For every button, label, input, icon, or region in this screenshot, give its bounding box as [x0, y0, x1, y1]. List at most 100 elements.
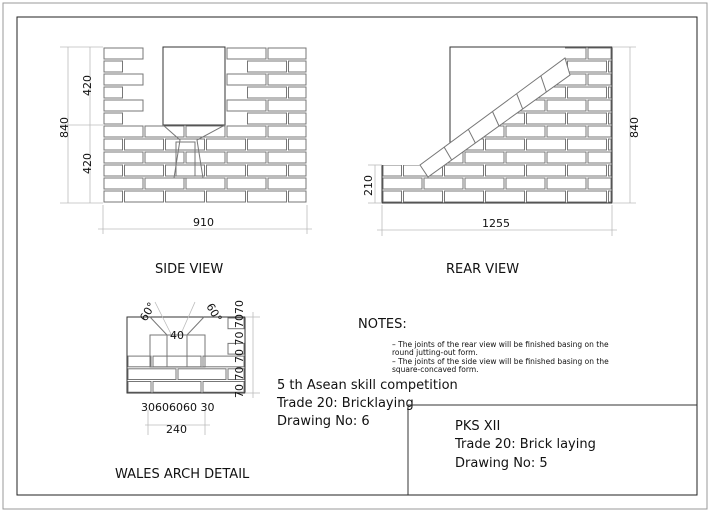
arch-angle-left: 60° — [137, 300, 158, 323]
brick — [202, 355, 245, 368]
brick — [587, 125, 612, 138]
brick — [288, 112, 307, 125]
brick — [587, 177, 612, 190]
brick — [382, 138, 402, 151]
brick — [403, 138, 443, 151]
brick — [505, 177, 546, 190]
arch-angle-right: 60° — [203, 301, 224, 324]
brick — [485, 164, 525, 177]
brick — [423, 99, 464, 112]
brick — [485, 60, 525, 73]
brick — [124, 190, 164, 203]
brick — [382, 177, 423, 190]
brick — [202, 381, 245, 393]
window-opening — [162, 46, 226, 126]
rear-view-drawing — [381, 46, 613, 204]
brick — [103, 86, 123, 99]
brick — [124, 138, 164, 151]
brick — [103, 60, 123, 73]
brick — [526, 112, 566, 125]
brick — [152, 355, 202, 368]
brick — [382, 73, 423, 86]
side-width-dim: 910 — [193, 216, 214, 229]
brick — [382, 125, 423, 138]
brick — [505, 47, 546, 60]
arch-joint — [540, 75, 547, 93]
brick — [103, 112, 123, 125]
brick — [608, 138, 612, 151]
brick — [206, 138, 246, 151]
brick — [267, 177, 307, 190]
brick — [382, 112, 402, 125]
brick — [567, 86, 607, 99]
brick — [103, 99, 144, 112]
title-block-trade: Trade 20: Brick laying — [454, 437, 596, 452]
brick — [226, 125, 267, 138]
notes-heading: NOTES: — [358, 317, 407, 332]
brick — [464, 151, 505, 164]
drawing-frame — [16, 16, 698, 496]
brick — [444, 190, 484, 203]
brick — [423, 73, 464, 86]
brick — [423, 47, 464, 60]
brick — [127, 381, 152, 393]
brick — [608, 86, 612, 99]
brick — [526, 164, 566, 177]
brick — [587, 73, 612, 86]
brick — [165, 164, 205, 177]
brick — [247, 112, 287, 125]
rear-low-dim: 210 — [362, 175, 375, 196]
brick — [403, 60, 443, 73]
side-view-drawing — [103, 46, 307, 203]
brick — [227, 342, 245, 355]
brick — [567, 138, 607, 151]
brick — [403, 190, 443, 203]
arch-key — [166, 334, 188, 368]
brick — [546, 177, 587, 190]
keystone-arch — [162, 124, 226, 179]
arch-joint — [467, 129, 476, 144]
competition-info: 5 th Asean skill competition Trade 20: B… — [276, 378, 458, 429]
brick — [177, 368, 227, 380]
brick — [382, 151, 423, 164]
brick — [608, 164, 612, 177]
brick — [464, 47, 505, 60]
side-view-title: SIDE VIEW — [155, 262, 223, 277]
brick — [144, 125, 185, 138]
brick — [267, 73, 307, 86]
brick — [127, 355, 152, 368]
brick — [247, 138, 287, 151]
competition-name: 5 th Asean skill competition — [277, 378, 458, 393]
brick — [567, 164, 607, 177]
side-lower-dim: 420 — [81, 153, 94, 174]
brick — [546, 99, 587, 112]
brick — [247, 190, 287, 203]
brick — [247, 164, 287, 177]
arch-center-dim: 40 — [170, 329, 184, 342]
arch-width-dim: 240 — [166, 423, 187, 436]
brick — [103, 190, 123, 203]
brick — [587, 99, 612, 112]
brick — [103, 125, 144, 138]
brick — [226, 47, 267, 60]
brick — [587, 151, 612, 164]
brick — [288, 190, 307, 203]
brick — [185, 177, 226, 190]
brick — [103, 47, 144, 60]
notes: NOTES: – The joints of the rear view wil… — [358, 317, 609, 374]
arch-right-dims: 70 70 70 70 7070 — [233, 300, 246, 398]
side-upper-dim: 420 — [81, 75, 94, 96]
wales-arch-drawing — [126, 316, 246, 394]
brick — [608, 112, 612, 125]
brick — [226, 99, 267, 112]
brick — [382, 164, 402, 177]
brick — [226, 177, 267, 190]
title-block: PKS XII Trade 20: Brick laying Drawing N… — [407, 404, 697, 495]
arch-dimensions: 60° 60° 40 70 70 70 70 7070 30606060 30 … — [137, 300, 260, 436]
brick — [267, 151, 307, 164]
brick — [288, 86, 307, 99]
brick — [382, 60, 402, 73]
brick — [288, 164, 307, 177]
